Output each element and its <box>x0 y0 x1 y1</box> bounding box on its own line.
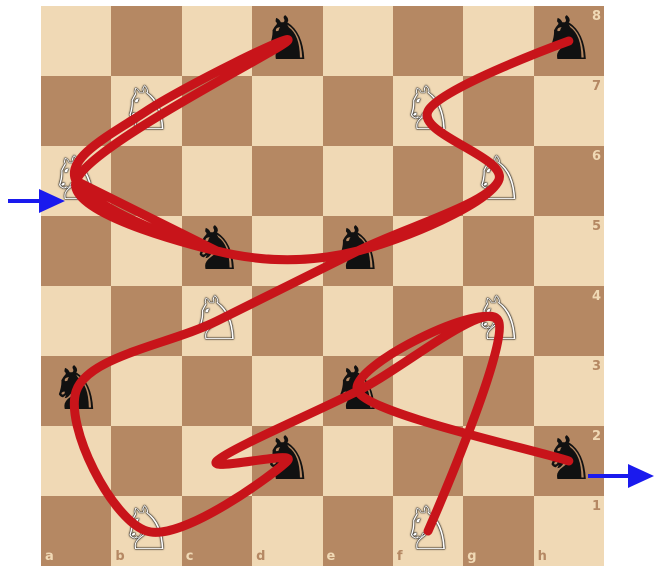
square-e2[interactable] <box>323 426 393 496</box>
black-knight-c5[interactable]: ♞ <box>182 216 252 286</box>
white-knight-f7[interactable]: ♘ <box>393 76 463 146</box>
rank-label-3: 3 <box>592 359 601 374</box>
square-f3[interactable] <box>393 356 463 426</box>
rank-label-5: 5 <box>592 219 601 234</box>
square-f5[interactable] <box>393 216 463 286</box>
square-f6[interactable] <box>393 146 463 216</box>
black-knight-h2[interactable]: ♞ <box>534 426 604 496</box>
square-c2[interactable] <box>182 426 252 496</box>
white-knight-f1[interactable]: ♘ <box>393 496 463 566</box>
black-knight-e5[interactable]: ♞ <box>323 216 393 286</box>
file-label-h: h <box>538 549 547 564</box>
rank-label-7: 7 <box>592 79 601 94</box>
black-knight-e3[interactable]: ♞ <box>323 356 393 426</box>
file-label-d: d <box>256 549 265 564</box>
square-e6[interactable] <box>323 146 393 216</box>
file-label-a: a <box>45 549 54 564</box>
white-knight-c4[interactable]: ♘ <box>182 286 252 356</box>
square-a8[interactable] <box>41 6 111 76</box>
white-knight-b1[interactable]: ♘ <box>111 496 181 566</box>
black-knight-d8[interactable]: ♞ <box>252 6 322 76</box>
square-c7[interactable] <box>182 76 252 146</box>
square-d3[interactable] <box>252 356 322 426</box>
square-b5[interactable] <box>111 216 181 286</box>
white-knight-a6[interactable]: ♘ <box>41 146 111 216</box>
square-f4[interactable] <box>393 286 463 356</box>
square-c6[interactable] <box>182 146 252 216</box>
white-knight-g6[interactable]: ♘ <box>463 146 533 216</box>
square-b4[interactable] <box>111 286 181 356</box>
rank-label-4: 4 <box>592 289 601 304</box>
white-knight-b7[interactable]: ♘ <box>111 76 181 146</box>
black-knight-d2[interactable]: ♞ <box>252 426 322 496</box>
square-e4[interactable] <box>323 286 393 356</box>
square-g2[interactable] <box>463 426 533 496</box>
file-label-g: g <box>467 549 476 564</box>
square-c8[interactable] <box>182 6 252 76</box>
square-d4[interactable] <box>252 286 322 356</box>
rank-label-1: 1 <box>592 499 601 514</box>
square-e8[interactable] <box>323 6 393 76</box>
square-b2[interactable] <box>111 426 181 496</box>
square-e7[interactable] <box>323 76 393 146</box>
square-a4[interactable] <box>41 286 111 356</box>
rank-label-6: 6 <box>592 149 601 164</box>
square-b8[interactable] <box>111 6 181 76</box>
square-g8[interactable] <box>463 6 533 76</box>
square-g5[interactable] <box>463 216 533 286</box>
square-g3[interactable] <box>463 356 533 426</box>
square-d5[interactable] <box>252 216 322 286</box>
square-a5[interactable] <box>41 216 111 286</box>
square-a7[interactable] <box>41 76 111 146</box>
black-knight-h8[interactable]: ♞ <box>534 6 604 76</box>
square-d7[interactable] <box>252 76 322 146</box>
square-d6[interactable] <box>252 146 322 216</box>
square-b3[interactable] <box>111 356 181 426</box>
square-g7[interactable] <box>463 76 533 146</box>
square-a2[interactable] <box>41 426 111 496</box>
square-c3[interactable] <box>182 356 252 426</box>
white-knight-g4[interactable]: ♘ <box>463 286 533 356</box>
square-f8[interactable] <box>393 6 463 76</box>
square-b6[interactable] <box>111 146 181 216</box>
file-label-e: e <box>327 549 336 564</box>
black-knight-a3[interactable]: ♞ <box>41 356 111 426</box>
square-f2[interactable] <box>393 426 463 496</box>
file-label-c: c <box>186 549 194 564</box>
